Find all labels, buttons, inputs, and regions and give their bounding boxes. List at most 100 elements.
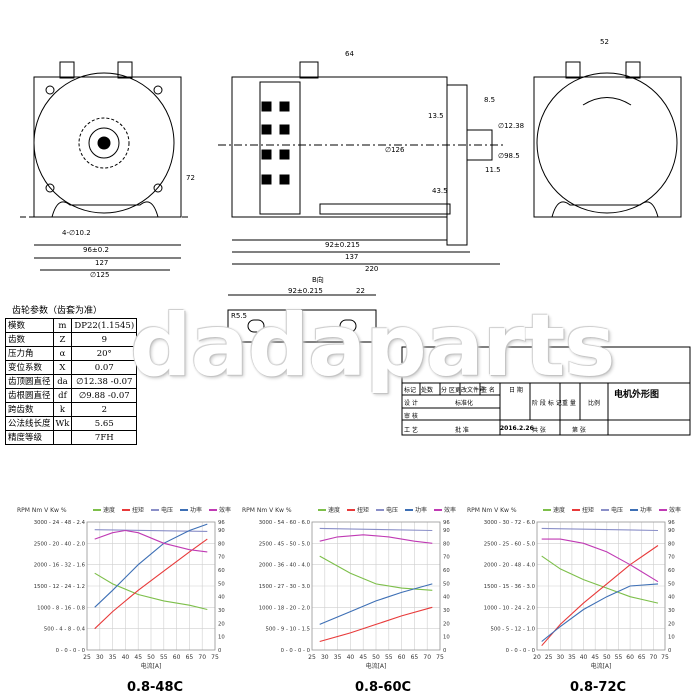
x-tick-label: 75 [436, 654, 444, 661]
y-right-tick-label: 96 [443, 520, 450, 526]
dim-front-dia: ∅125 [90, 271, 109, 279]
y-tick-label: 1000 - 10 - 24 - 2.0 [484, 605, 536, 611]
dim-front-height: 72 [186, 174, 195, 182]
y-tick-label: 3000 - 54 - 60 - 6.0 [259, 520, 311, 526]
series-line [94, 572, 208, 611]
side-view [218, 61, 505, 265]
dim-bracket-small: 22 [356, 287, 365, 295]
y-right-tick-label: 0 [443, 648, 447, 654]
x-tick-label: 70 [198, 654, 206, 661]
tb-row-review: 审 核 [404, 413, 418, 420]
x-axis-label: 电流[A] [591, 662, 612, 670]
chart-caption-60c: 0.8-60C [354, 680, 412, 695]
spec-cell-name: 公法线长度 [5, 416, 54, 431]
dim-side-top: 64 [345, 50, 354, 58]
y-right-tick-label: 40 [668, 595, 675, 601]
x-tick-label: 75 [211, 654, 219, 661]
x-tick-label: 50 [603, 654, 611, 661]
spec-cell-sym: Wk [52, 416, 73, 431]
y-right-tick-label: 80 [443, 541, 450, 547]
legend-label: 功率 [415, 506, 427, 514]
x-tick-label: 70 [650, 654, 658, 661]
y-right-tick-label: 90 [668, 528, 675, 534]
y-right-tick-label: 60 [443, 568, 450, 574]
y-tick-label: 2000 - 16 - 32 - 1.6 [34, 563, 86, 569]
tb-stage: 阶 段 标 记 [532, 400, 562, 407]
y-right-tick-label: 10 [668, 635, 675, 641]
plot-frame [536, 521, 666, 651]
y-right-tick-label: 50 [668, 581, 675, 587]
spec-cell-sym [52, 430, 73, 445]
dim-side-dia2: ∅12.38 [498, 122, 524, 130]
y-right-tick-label: 10 [218, 635, 225, 641]
tb-row-craft: 工 艺 [404, 427, 418, 434]
tb-sheet: 第 张 [572, 427, 586, 434]
y-tick-label: 2000 - 36 - 40 - 4.0 [259, 563, 311, 569]
dim-side-len2: 137 [345, 253, 358, 261]
y-right-tick-label: 30 [443, 608, 450, 614]
y-tick-label: 2000 - 20 - 48 - 4.0 [484, 563, 536, 569]
y-tick-label: 1000 - 8 - 16 - 0.8 [37, 605, 85, 611]
spec-cell-val: DP22(1.1545) [71, 318, 138, 333]
y-tick-label: 3000 - 30 - 72 - 6.0 [484, 520, 536, 526]
x-tick-label: 20 [533, 654, 541, 661]
y-right-tick-label: 20 [668, 621, 675, 627]
title-block [401, 346, 691, 436]
spec-cell-name: 模数 [5, 318, 54, 333]
x-tick-label: 60 [173, 654, 181, 661]
spec-cell-name: 变位系数 [5, 360, 54, 375]
tb-total: 共 张 [532, 427, 546, 434]
x-tick-label: 50 [147, 654, 155, 661]
series-line [319, 527, 433, 532]
spec-cell-val: 2 [71, 402, 138, 417]
y-right-tick-label: 70 [668, 555, 675, 561]
tb-header-1: 处数 [421, 387, 434, 394]
dim-side-small1: 13.5 [428, 112, 444, 120]
series-line [541, 527, 659, 532]
legend-label: 速度 [328, 506, 340, 514]
spec-cell-sym: da [52, 374, 73, 389]
spec-cell-sym: k [52, 402, 73, 417]
y-right-tick-label: 20 [443, 621, 450, 627]
y-tick-label: 1000 - 18 - 20 - 2.0 [259, 605, 311, 611]
dim-front-total: 127 [95, 259, 108, 267]
dim-side-small3: 8.5 [484, 96, 495, 104]
y-tick-label: 1500 - 15 - 36 - 3.0 [484, 584, 536, 590]
legend-label: 扭矩 [132, 506, 144, 514]
series-line [319, 606, 433, 643]
legend-label: 效率 [219, 506, 231, 514]
x-tick-label: 25 [545, 654, 553, 661]
spec-cell-sym: df [52, 388, 73, 403]
spec-cell-val: 9 [71, 332, 138, 347]
legend-label: 扭矩 [357, 506, 369, 514]
dim-front-holes: 4-∅10.2 [62, 229, 91, 237]
chart-caption-72c: 0.8-72C [569, 680, 627, 695]
spec-cell-val: 5.65 [71, 416, 138, 431]
x-axis-label: 电流[A] [141, 662, 162, 670]
x-tick-label: 40 [580, 654, 588, 661]
y-tick-label: 0 - 0 - 0 - 0 [56, 648, 86, 654]
legend-label: 扭矩 [582, 506, 594, 514]
dim-side-dia3: ∅98.5 [498, 152, 520, 160]
x-tick-label: 65 [638, 654, 646, 661]
tb-approve: 批 准 [455, 427, 469, 434]
x-tick-label: 65 [411, 654, 419, 661]
dim-side-small2: 11.5 [485, 166, 501, 174]
y-tick-label: 3000 - 24 - 48 - 2.4 [34, 520, 86, 526]
y-right-tick-label: 70 [218, 555, 225, 561]
spec-cell-name: 精度等级 [5, 430, 54, 445]
x-tick-label: 55 [385, 654, 393, 661]
x-tick-label: 60 [398, 654, 406, 661]
x-tick-label: 75 [661, 654, 669, 661]
x-tick-label: 60 [626, 654, 634, 661]
x-tick-label: 30 [321, 654, 329, 661]
x-tick-label: 30 [96, 654, 104, 661]
x-tick-label: 45 [134, 654, 142, 661]
y-right-tick-label: 40 [218, 595, 225, 601]
y-right-tick-label: 50 [443, 581, 450, 587]
